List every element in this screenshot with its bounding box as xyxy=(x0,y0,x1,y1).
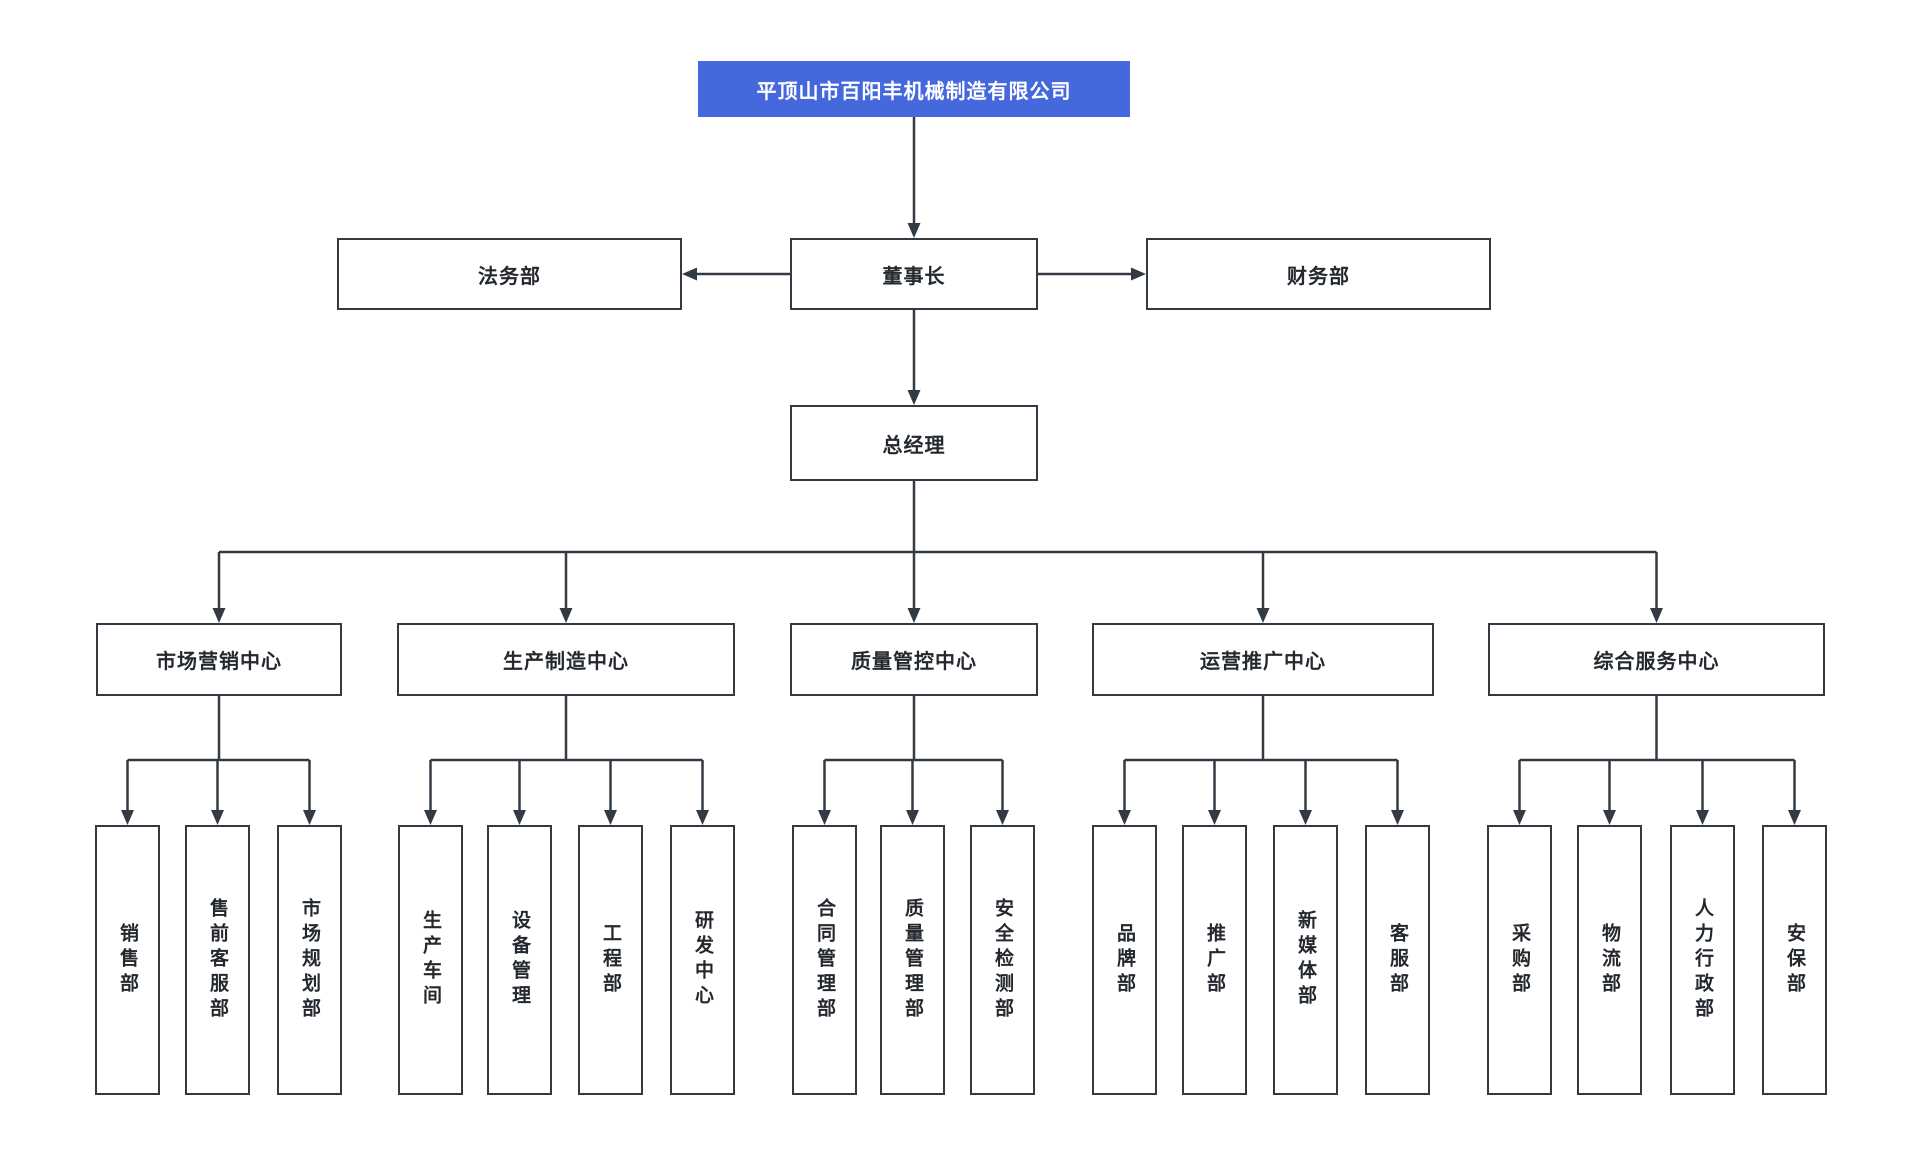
department-box: 生产车间 xyxy=(398,825,463,1095)
department-box: 安保部 xyxy=(1762,825,1827,1095)
department-box: 推广部 xyxy=(1182,825,1247,1095)
arrowhead xyxy=(211,810,224,825)
general-manager-box: 总经理 xyxy=(790,405,1038,481)
arrowhead xyxy=(1118,810,1131,825)
arrowhead xyxy=(682,267,697,281)
department-box: 市场规划部 xyxy=(277,825,342,1095)
arrowhead xyxy=(1513,810,1526,825)
department-box: 合同管理部 xyxy=(792,825,857,1095)
center-box-marketing: 市场营销中心 xyxy=(96,623,342,696)
chairman-box: 董事长 xyxy=(790,238,1038,310)
finance-dept-box: 财务部 xyxy=(1146,238,1491,310)
arrowhead xyxy=(513,810,526,825)
department-box: 设备管理 xyxy=(487,825,552,1095)
arrowhead xyxy=(559,608,573,623)
arrowhead xyxy=(1299,810,1312,825)
department-box: 研发中心 xyxy=(670,825,735,1095)
center-box-quality: 质量管控中心 xyxy=(790,623,1038,696)
arrowhead xyxy=(1696,810,1709,825)
company-root-box: 平顶山市百阳丰机械制造有限公司 xyxy=(698,61,1130,117)
department-box: 采购部 xyxy=(1487,825,1552,1095)
arrowhead xyxy=(1603,810,1616,825)
arrowhead xyxy=(906,810,919,825)
arrowhead xyxy=(212,608,226,623)
department-box: 销售部 xyxy=(95,825,160,1095)
center-box-operations: 运营推广中心 xyxy=(1092,623,1434,696)
arrowhead xyxy=(1208,810,1221,825)
arrowhead xyxy=(1650,608,1663,623)
arrowhead xyxy=(303,810,316,825)
legal-dept-box: 法务部 xyxy=(337,238,682,310)
arrowhead xyxy=(604,810,617,825)
department-box: 工程部 xyxy=(578,825,643,1095)
arrowhead xyxy=(696,810,709,825)
department-box: 物流部 xyxy=(1577,825,1642,1095)
department-box: 质量管理部 xyxy=(880,825,945,1095)
department-box: 新媒体部 xyxy=(1273,825,1338,1095)
arrowhead xyxy=(1256,608,1270,623)
department-box: 安全检测部 xyxy=(970,825,1035,1095)
department-box: 客服部 xyxy=(1365,825,1430,1095)
department-box: 售前客服部 xyxy=(185,825,250,1095)
arrowhead xyxy=(907,608,921,623)
arrowhead xyxy=(996,810,1009,825)
department-box: 品牌部 xyxy=(1092,825,1157,1095)
arrowhead xyxy=(121,810,134,825)
arrowhead xyxy=(818,810,831,825)
arrowhead xyxy=(907,223,921,238)
center-box-services: 综合服务中心 xyxy=(1488,623,1825,696)
arrowhead xyxy=(1788,810,1801,825)
arrowhead xyxy=(1131,267,1146,281)
arrowhead xyxy=(1391,810,1404,825)
center-box-production: 生产制造中心 xyxy=(397,623,735,696)
arrowhead xyxy=(424,810,437,825)
arrowhead xyxy=(907,390,921,405)
department-box: 人力行政部 xyxy=(1670,825,1735,1095)
